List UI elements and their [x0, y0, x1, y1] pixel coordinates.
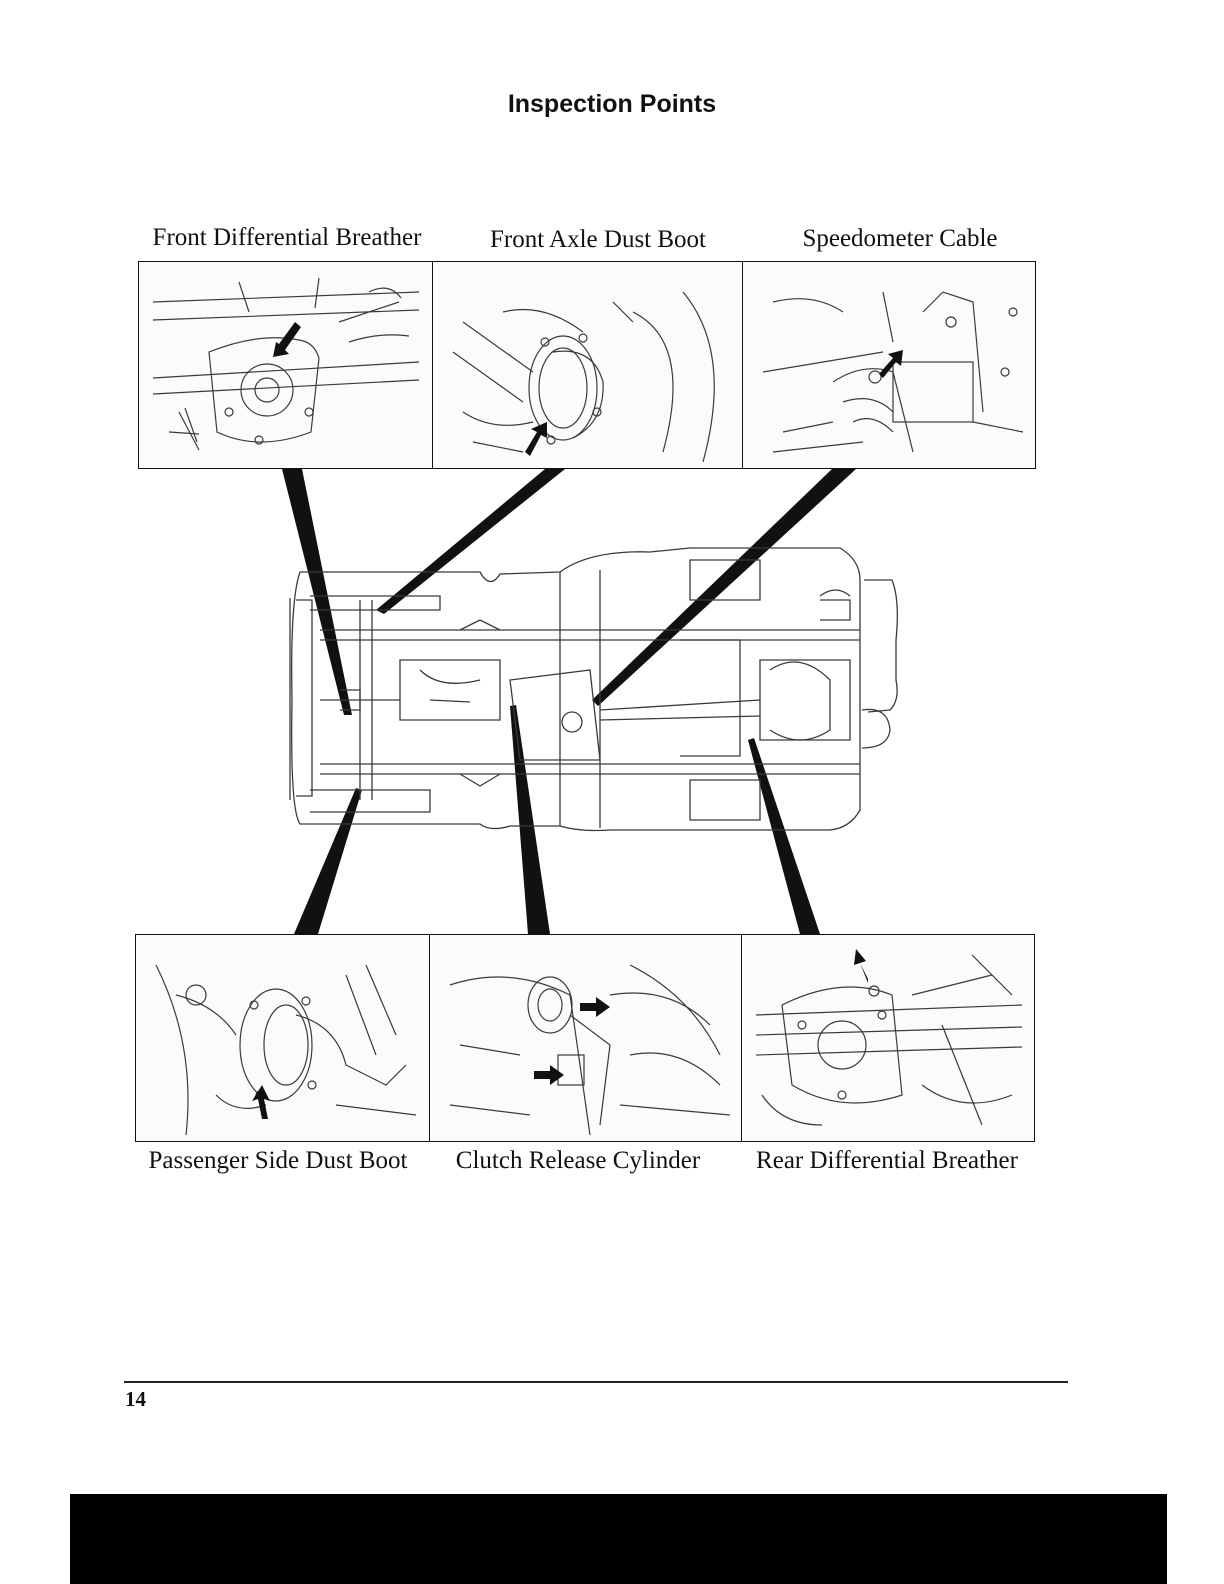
footer-rule [124, 1381, 1068, 1383]
wedge-rear-differential-breather [748, 738, 820, 934]
wedge-speedometer-cable [592, 469, 856, 706]
wedge-passenger-side-dust-boot [294, 788, 362, 934]
callout-wedges [282, 469, 856, 934]
page-number: 14 [125, 1387, 146, 1412]
wedge-front-axle-dust-boot [376, 469, 565, 614]
wedge-clutch-release-cylinder [510, 705, 550, 934]
chassis-outline [290, 548, 897, 831]
wedge-front-differential-breather [282, 469, 352, 715]
bottom-bar [70, 1494, 1167, 1584]
